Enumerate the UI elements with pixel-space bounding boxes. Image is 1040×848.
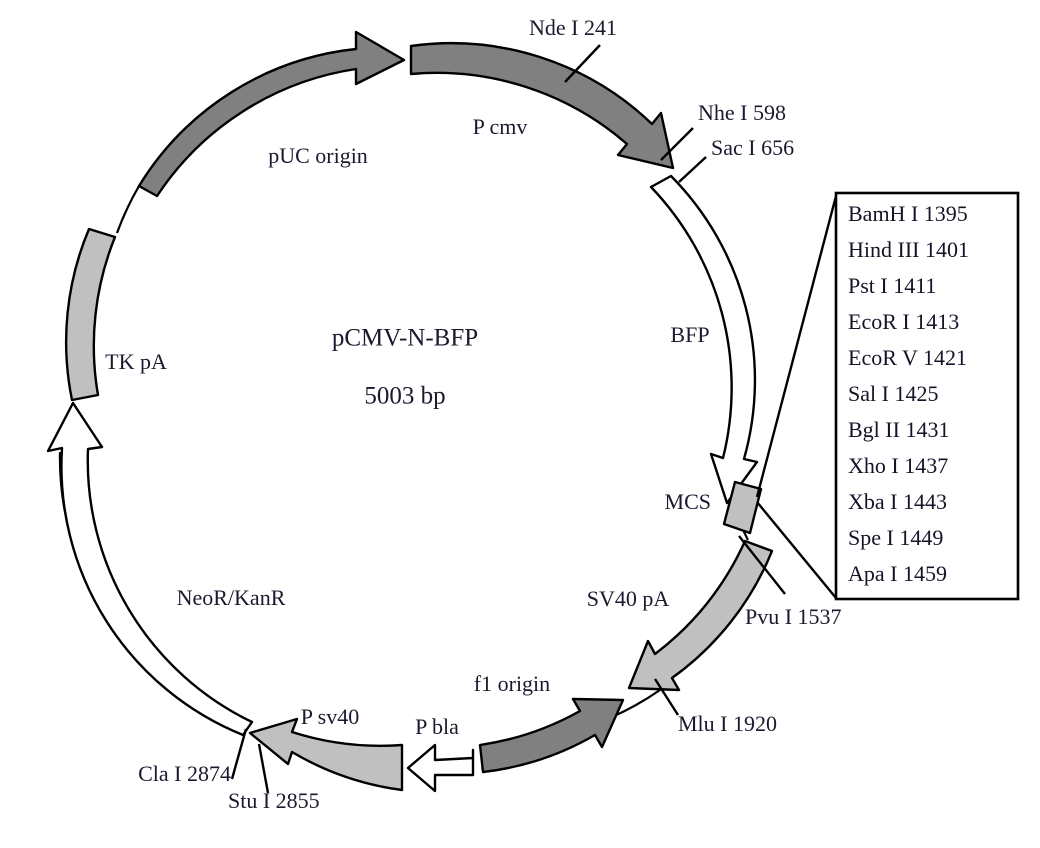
mcs-site-item: Hind III 1401 [848, 237, 969, 262]
restriction-ticks [230, 44, 786, 794]
mcs-site-item: EcoR I 1413 [848, 309, 959, 334]
mcs-site-item: Apa I 1459 [848, 561, 947, 586]
site-label-sac-i: Sac I 656 [711, 135, 794, 160]
mcs-site-item: Sal I 1425 [848, 381, 938, 406]
feature-f1-origin[interactable] [478, 697, 625, 774]
site-label-stu-i: Stu I 2855 [228, 788, 320, 813]
site-label-cla-i: Cla I 2874 [138, 761, 231, 786]
site-label-nhe-i: Nhe I 598 [698, 100, 786, 125]
feature-label-p-bla: P bla [415, 714, 459, 739]
feature-p-cmv[interactable] [409, 42, 675, 170]
feature-label-sv40-pa: SV40 pA [587, 586, 670, 611]
feature-tk-pa[interactable] [64, 227, 117, 402]
feature-mcs[interactable] [722, 480, 763, 535]
site-label-pvu-i: Pvu I 1537 [745, 604, 842, 629]
mcs-site-list: BamH I 1395 Hind III 1401 Pst I 1411 Eco… [848, 201, 969, 586]
mcs-site-item: Bgl II 1431 [848, 417, 949, 442]
site-label-nde-i: Nde I 241 [529, 15, 617, 40]
feature-p-sv40[interactable] [248, 717, 404, 792]
feature-label-mcs: MCS [665, 489, 711, 514]
mcs-callout-box [834, 191, 1020, 601]
plasmid-size: 5003 bp [364, 383, 445, 410]
feature-label-neor-kanr: NeoR/KanR [177, 585, 286, 610]
feature-label-puc-origin: pUC origin [268, 143, 368, 168]
feature-bfp[interactable] [649, 174, 759, 505]
feature-neor-kanr[interactable] [46, 401, 254, 737]
mcs-callout-leaders [755, 195, 838, 599]
feature-label-p-sv40: P sv40 [301, 704, 359, 729]
plasmid-name: pCMV-N-BFP [332, 325, 478, 352]
mcs-site-item: BamH I 1395 [848, 201, 968, 226]
feature-puc-origin[interactable] [137, 30, 406, 198]
feature-label-f1-origin: f1 origin [474, 671, 550, 696]
mcs-site-item: Xho I 1437 [848, 453, 948, 478]
mcs-site-item: Xba I 1443 [848, 489, 947, 514]
feature-sv40-pa[interactable] [627, 539, 774, 692]
mcs-site-item: Spe I 1449 [848, 525, 943, 550]
feature-label-tk-pa: TK pA [105, 349, 167, 374]
mcs-site-item: Pst I 1411 [848, 273, 936, 298]
feature-label-bfp: BFP [670, 322, 709, 347]
feature-p-bla[interactable] [406, 743, 475, 793]
mcs-site-item: EcoR V 1421 [848, 345, 967, 370]
feature-label-p-cmv: P cmv [473, 114, 528, 139]
site-label-mlu-i: Mlu I 1920 [678, 711, 777, 736]
